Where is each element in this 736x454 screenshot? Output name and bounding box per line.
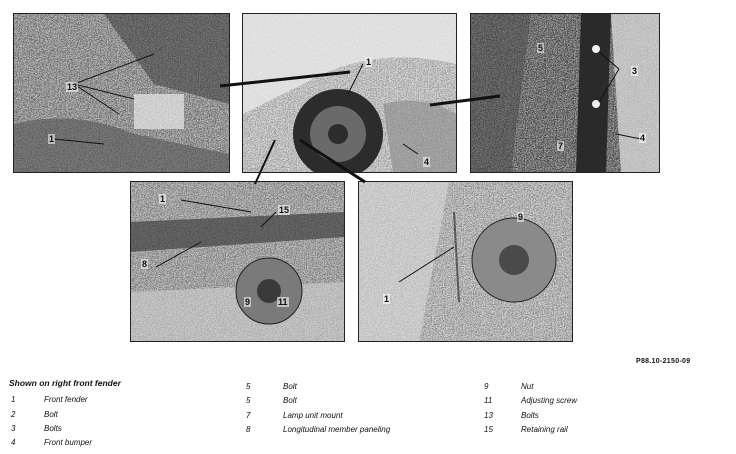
callout-9: 9 — [244, 297, 252, 307]
photo-lamp-mount — [471, 14, 659, 172]
photo-wheel-arch — [243, 14, 456, 172]
callout-1: 1 — [383, 294, 391, 304]
callout-11: 11 — [277, 297, 289, 307]
callout-15: 15 — [278, 205, 291, 215]
photo-panel-wheel-arch: 1 4 — [242, 13, 457, 173]
callout-5: 5 — [537, 43, 545, 53]
callout-7: 7 — [557, 141, 565, 151]
callout-1: 1 — [159, 194, 167, 204]
figure-caption: Shown on right front fender — [9, 378, 121, 388]
figure-reference: P88.10-2150-09 — [636, 358, 691, 365]
callout-4: 4 — [639, 133, 647, 143]
callout-9: 9 — [517, 212, 525, 222]
callout-3: 3 — [631, 66, 639, 76]
photo-panel-fender-bolts: 13 1 — [13, 13, 230, 173]
photo-member-paneling — [131, 182, 344, 341]
callout-1: 1 — [365, 57, 373, 67]
callout-1: 1 — [48, 134, 56, 144]
callout-4: 4 — [423, 157, 431, 167]
photo-adjusting-detail — [359, 182, 572, 341]
photo-panel-member-paneling: 1 15 8 9 11 — [130, 181, 345, 342]
callout-8: 8 — [141, 259, 149, 269]
photo-panel-adjusting-detail: 9 1 — [358, 181, 573, 342]
photo-fender-bolts — [14, 14, 229, 172]
callout-13: 13 — [66, 82, 79, 92]
photo-panel-lamp-mount: 5 3 7 4 — [470, 13, 660, 173]
